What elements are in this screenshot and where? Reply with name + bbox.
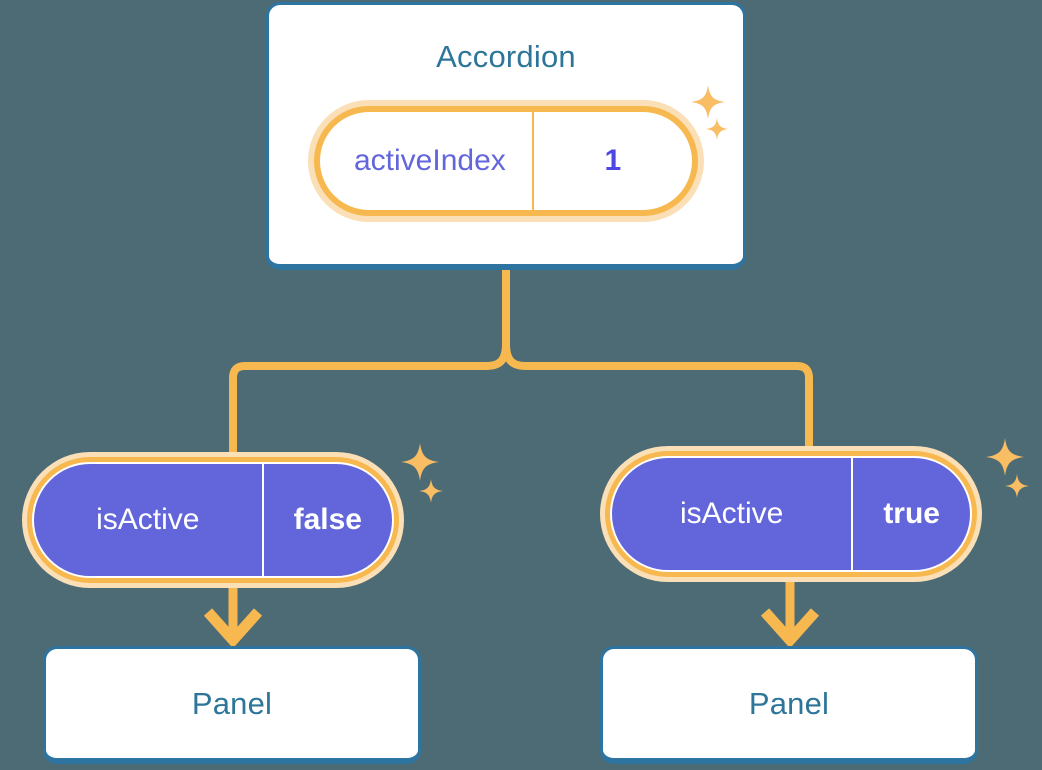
sparkle-large-icon xyxy=(401,443,439,481)
badge-key-label: activeIndex xyxy=(354,144,506,177)
connector-branch-left xyxy=(229,343,510,458)
badge-key-label: isActive xyxy=(96,503,200,536)
badge-ring: isActive true xyxy=(605,451,977,577)
sparkle-small-icon xyxy=(1005,474,1029,498)
badge-ring: activeIndex 1 xyxy=(314,106,698,216)
badge-ring: isActive false xyxy=(27,457,399,583)
badge-value-label: true xyxy=(851,458,970,570)
state-badge-active-index[interactable]: activeIndex 1 xyxy=(308,100,704,222)
state-badge-is-active-false[interactable]: isActive false xyxy=(22,452,404,588)
arrow-down-icon-right xyxy=(760,580,820,649)
badge-value-label: 1 xyxy=(531,112,692,210)
sparkle-large-icon xyxy=(986,438,1024,476)
badge-body: isActive true xyxy=(610,456,972,572)
panel-card-right: Panel xyxy=(600,646,978,764)
state-badge-is-active-true[interactable]: isActive true xyxy=(600,446,982,582)
panel-title: Panel xyxy=(748,686,830,721)
panel-card-left: Panel xyxy=(43,646,421,764)
page-title: Accordion xyxy=(436,39,576,74)
badge-key-label: isActive xyxy=(679,497,784,530)
badge-value-label: false xyxy=(261,464,392,576)
badge-body: activeIndex 1 xyxy=(320,112,692,210)
arrow-down-icon-left xyxy=(203,586,263,649)
badge-body: isActive false xyxy=(32,462,394,578)
panel-title: Panel xyxy=(191,686,273,721)
sparkle-small-icon xyxy=(419,479,443,503)
connector-branch-right xyxy=(502,343,813,452)
